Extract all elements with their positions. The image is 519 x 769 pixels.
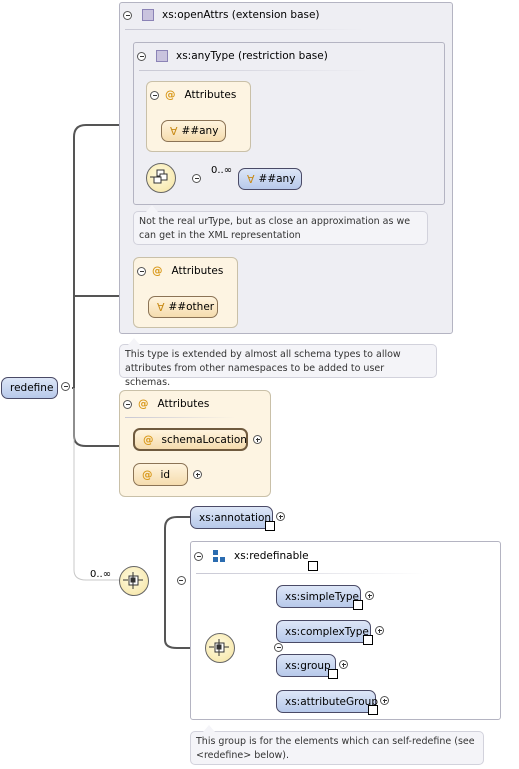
root-collapse-icon[interactable] (61, 382, 70, 391)
simple-type-element[interactable]: xs:simpleType (276, 585, 361, 608)
root-element-redefine[interactable]: redefine (1, 377, 58, 399)
sequence-icon (150, 169, 168, 184)
redefinable-choice-compositor[interactable] (205, 633, 235, 663)
group-element[interactable]: xs:group (276, 654, 336, 677)
open-attrs-note-text: This type is extended by almost all sche… (125, 349, 401, 388)
complex-type-label: xs:complexType (285, 625, 369, 638)
divider (196, 573, 426, 574)
attributes-label: Attributes (171, 265, 224, 277)
open-attrs-note: This type is extended by almost all sche… (119, 338, 437, 388)
complex-type-expand-icon[interactable] (375, 626, 384, 635)
attributes-collapse-icon[interactable] (123, 399, 132, 409)
attribute-at-icon: @ (152, 265, 163, 277)
any-type-label: xs:anyType (restriction base) (176, 50, 328, 62)
attributes-collapse-icon[interactable] (150, 90, 159, 100)
any-type-note: Not the real urType, but as close an app… (133, 205, 428, 245)
complex-type-element[interactable]: xs:complexType (276, 620, 371, 643)
any-wildcard-icon: ∀ (170, 124, 178, 138)
redefinable-label: xs:redefinable (234, 550, 309, 562)
line-choice-to-annotation (164, 516, 190, 580)
complex-type-icon (156, 50, 168, 62)
reference-link-icon[interactable] (363, 635, 373, 645)
attribute-at-icon: @ (143, 433, 154, 446)
choice-multiplicity: 0..∞ (90, 569, 112, 580)
attribute-group-expand-icon[interactable] (380, 696, 389, 705)
sequence-multiplicity: 0..∞ (211, 165, 233, 176)
open-attrs-label: xs:openAttrs (extension base) (162, 9, 320, 21)
attribute-group-element[interactable]: xs:attributeGroup (276, 690, 378, 713)
any-type-note-text: Not the real urType, but as close an app… (139, 216, 411, 241)
choice-icon (123, 572, 143, 589)
other-attribute-wildcard[interactable]: ∀ ##other (148, 296, 218, 318)
schema-location-expand-icon[interactable] (253, 435, 262, 444)
id-expand-icon[interactable] (193, 470, 202, 479)
complex-type-icon (142, 9, 154, 21)
annotation-element[interactable]: xs:annotation (190, 506, 273, 529)
divider (125, 29, 365, 30)
root-element-label: redefine (10, 382, 54, 394)
divider (139, 70, 369, 71)
redefinable-header: xs:redefinable (194, 549, 309, 563)
open-attrs-collapse-icon[interactable] (123, 10, 132, 20)
attributes-label: Attributes (184, 89, 237, 101)
redefinable-collapse-icon[interactable] (194, 551, 203, 561)
group-label: xs:group (285, 659, 331, 672)
open-attrs-header: xs:openAttrs (extension base) (123, 9, 320, 21)
any-type-header: xs:anyType (restriction base) (137, 50, 328, 62)
annotation-expand-icon[interactable] (276, 512, 285, 521)
any-wildcard-icon: ∀ (247, 172, 255, 186)
attributes-label: Attributes (157, 398, 210, 410)
simple-type-label: xs:simpleType (285, 590, 359, 603)
line-root-to-choice (73, 388, 120, 581)
annotation-label: xs:annotation (199, 511, 272, 524)
redefinable-choice-collapse-icon[interactable] (274, 643, 284, 652)
any-type-collapse-icon[interactable] (137, 51, 146, 61)
reference-link-icon[interactable] (368, 705, 378, 715)
attribute-at-icon: @ (138, 398, 149, 410)
any-element-wildcard[interactable]: ∀ ##any (238, 168, 302, 190)
other-attribute-label: ##other (168, 301, 215, 313)
group-icon (213, 550, 225, 562)
redefinable-note: This group is for the elements which can… (190, 725, 484, 765)
schema-location-label: schemaLocation (161, 433, 247, 446)
reference-link-icon[interactable] (265, 521, 275, 531)
attributes-collapse-icon[interactable] (137, 266, 146, 276)
divider (125, 417, 235, 418)
redefinable-note-text: This group is for the elements which can… (196, 736, 475, 761)
sequence-compositor[interactable] (146, 163, 176, 193)
id-attribute[interactable]: @ id (133, 463, 188, 486)
group-expand-icon[interactable] (339, 660, 348, 669)
attribute-group-label: xs:attributeGroup (285, 695, 378, 708)
open-attrs-attributes-header: @ Attributes (137, 265, 223, 277)
any-element-label: ##any (258, 173, 296, 185)
attribute-at-icon: @ (165, 89, 176, 101)
any-wildcard-icon: ∀ (157, 300, 165, 314)
any-attribute-label: ##any (181, 125, 219, 137)
reference-link-icon[interactable] (353, 600, 363, 610)
line-bus-vertical (73, 124, 87, 447)
line-choice-to-redefinable (164, 580, 205, 649)
any-attribute-wildcard[interactable]: ∀ ##any (161, 120, 226, 142)
id-label: id (160, 468, 171, 481)
attribute-at-icon: @ (142, 468, 153, 481)
reference-link-icon[interactable] (328, 669, 338, 679)
any-type-attributes-header: @ Attributes (150, 89, 236, 101)
reference-link-icon[interactable] (308, 561, 318, 571)
choice-collapse-icon[interactable] (176, 576, 186, 585)
simple-type-expand-icon[interactable] (365, 591, 374, 600)
choice-icon (209, 639, 229, 656)
sequence-collapse-icon[interactable] (192, 174, 202, 183)
schema-location-attribute[interactable]: @ schemaLocation (133, 428, 248, 451)
choice-compositor[interactable] (119, 566, 149, 596)
redefine-attributes-header: @ Attributes (123, 398, 209, 410)
